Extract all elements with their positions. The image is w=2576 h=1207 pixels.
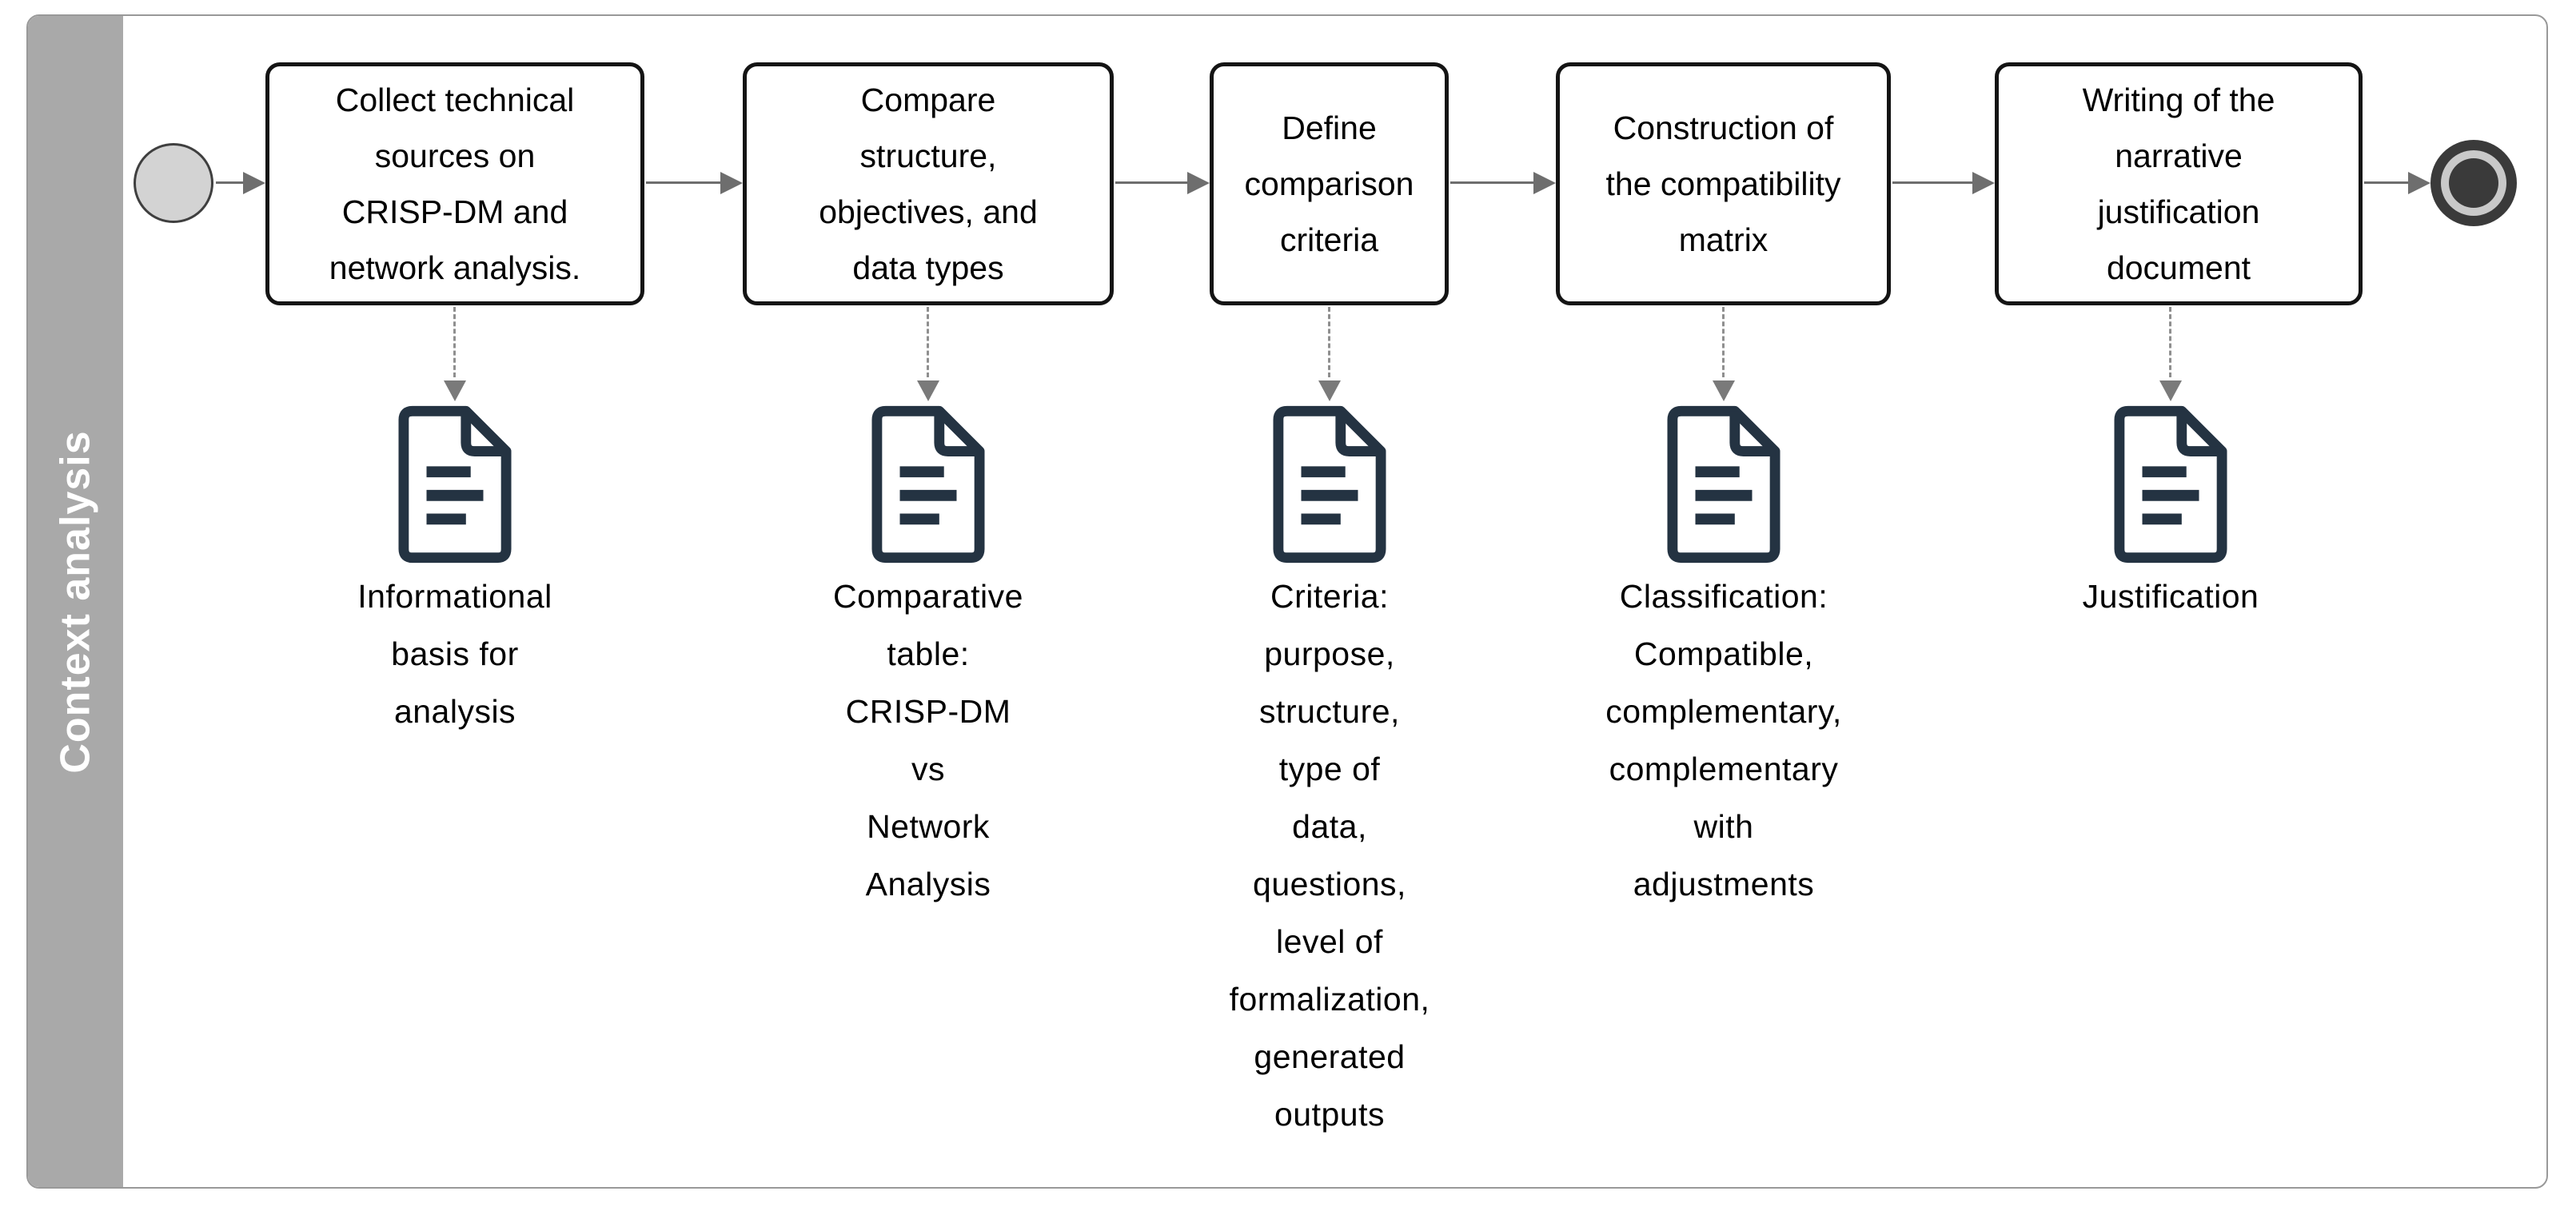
association-task2-artifact — [927, 307, 929, 377]
document-fold — [1729, 411, 1776, 456]
artifact-label-informational-basis: Informational basis for analysis — [357, 578, 552, 730]
document-icon — [398, 405, 512, 564]
document-text-lines — [1695, 466, 1753, 525]
task-compare-structure: Compare structure, objectives, and data … — [743, 62, 1114, 305]
flow-task4-to-task5 — [1892, 181, 1974, 184]
artifact-label-criteria: Criteria: purpose, structure, type of da… — [1229, 578, 1430, 1133]
arrowhead-right-icon — [2408, 172, 2430, 194]
document-text-lines — [2142, 466, 2199, 525]
association-task1-artifact — [453, 307, 456, 377]
arrowhead-right-icon — [1972, 172, 1995, 194]
lane-title: Context analysis — [28, 16, 123, 1187]
document-outline — [1667, 405, 1780, 564]
arrowhead-right-icon — [720, 172, 743, 194]
association-task4-artifact — [1722, 307, 1725, 377]
document-icon — [2114, 405, 2227, 564]
document-text-lines — [899, 466, 957, 525]
document-icon — [1667, 405, 1780, 564]
arrowhead-down-icon — [2159, 380, 2182, 401]
lane-header-band — [28, 16, 123, 1187]
document-outline — [1273, 405, 1386, 564]
association-task3-artifact — [1328, 307, 1330, 377]
lane-title-text: Context analysis — [52, 429, 99, 774]
document-fold — [934, 411, 980, 456]
arrowhead-right-icon — [243, 172, 265, 194]
task-define-criteria: Define comparison criteria — [1210, 62, 1449, 305]
arrowhead-right-icon — [1533, 172, 1556, 194]
association-task5-artifact — [2169, 307, 2171, 377]
task-write-justification: Writing of the narrative justification d… — [1995, 62, 2363, 305]
artifact-label-comparative-table: Comparative table: CRISP-DM vs Network A… — [833, 578, 1023, 902]
document-text-lines — [1301, 466, 1358, 525]
document-text-lines — [426, 466, 484, 525]
document-fold — [1335, 411, 1382, 456]
arrowhead-down-icon — [917, 380, 939, 401]
document-icon — [1273, 405, 1386, 564]
document-fold — [2176, 411, 2223, 456]
task-construct-matrix: Construction of the compatibility matrix — [1556, 62, 1891, 305]
document-outline — [871, 405, 985, 564]
arrowhead-down-icon — [444, 380, 466, 401]
flow-task1-to-task2 — [646, 181, 722, 184]
end-event-core — [2449, 158, 2498, 208]
flow-start-to-task1 — [216, 181, 245, 184]
document-outline — [2114, 405, 2227, 564]
flow-task5-to-end — [2364, 181, 2410, 184]
artifact-label-classification: Classification: Compatible, complementar… — [1605, 578, 1842, 902]
flow-task2-to-task3 — [1115, 181, 1189, 184]
start-event-circle — [134, 143, 213, 223]
document-icon — [871, 405, 985, 564]
artifact-label-justification: Justification — [2082, 578, 2259, 615]
document-fold — [461, 411, 507, 456]
flow-task3-to-task4 — [1450, 181, 1535, 184]
arrowhead-down-icon — [1713, 380, 1735, 401]
document-outline — [398, 405, 512, 564]
arrowhead-right-icon — [1187, 172, 1210, 194]
task-collect-sources: Collect technical sources on CRISP-DM an… — [265, 62, 644, 305]
arrowhead-down-icon — [1318, 380, 1341, 401]
end-event-circle — [2430, 140, 2517, 226]
